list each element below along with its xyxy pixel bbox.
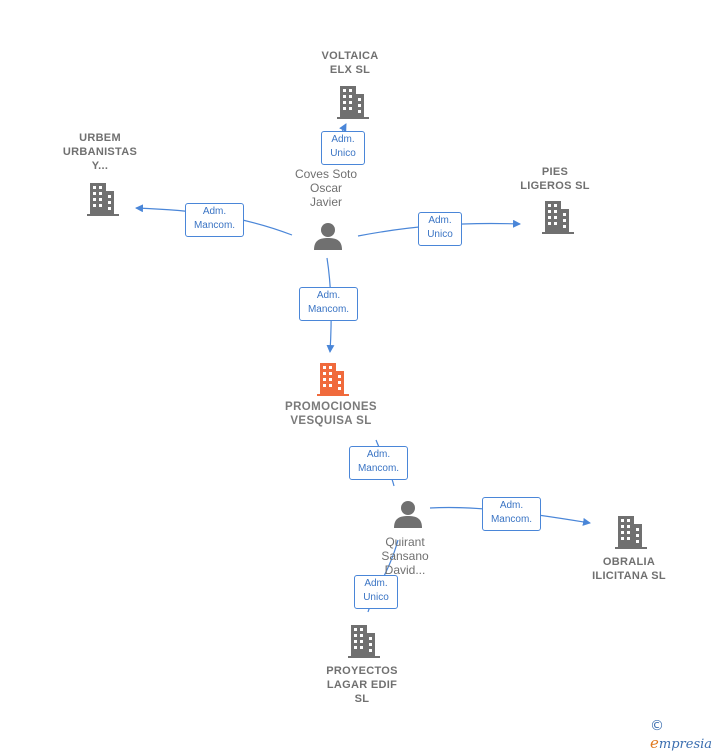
edge-label-coves-pies[interactable]: Adm. Unico — [418, 212, 462, 246]
edge-label-quirant-obralia[interactable]: Adm. Mancom. — [482, 497, 541, 531]
edge-label-coves-urbem[interactable]: Adm. Mancom. — [185, 203, 244, 237]
building-icon-pies — [542, 201, 574, 234]
building-icon-urbem — [87, 183, 119, 216]
brand-initial: e — [650, 734, 659, 752]
node-quirant[interactable]: Quirant Sansano David... — [381, 535, 429, 577]
building-icon-voltaica — [337, 86, 369, 119]
node-obralia[interactable]: OBRALIA ILICITANA SL — [592, 556, 666, 582]
building-icon-proyectos — [348, 625, 380, 658]
node-pies[interactable]: PIES LIGEROS SL — [520, 166, 590, 192]
edge-label-coves-voltaica[interactable]: Adm. Unico — [321, 131, 365, 165]
node-coves[interactable]: Coves Soto Oscar Javier — [294, 167, 358, 209]
copyright-icon: © — [650, 718, 664, 734]
node-voltaica[interactable]: VOLTAICA ELX SL — [321, 50, 379, 76]
edge-label-quirant-proyectos[interactable]: Adm. Unico — [354, 575, 398, 609]
edge-label-quirant-promociones[interactable]: Adm. Mancom. — [349, 446, 408, 480]
node-promociones[interactable]: PROMOCIONES VESQUISA SL — [285, 401, 377, 427]
node-urbem[interactable]: URBEM URBANISTAS Y... — [62, 132, 138, 172]
brand-name: mpresia — [658, 737, 713, 752]
brand-logo: © empresia — [650, 718, 728, 752]
person-icon-quirant — [394, 501, 422, 528]
building-icon-promociones — [317, 363, 349, 396]
edge-label-coves-promociones[interactable]: Adm. Mancom. — [299, 287, 358, 321]
person-icon-coves — [314, 223, 342, 250]
node-proyectos[interactable]: PROYECTOS LAGAR EDIF SL — [326, 665, 398, 705]
building-icon-obralia — [615, 516, 647, 549]
